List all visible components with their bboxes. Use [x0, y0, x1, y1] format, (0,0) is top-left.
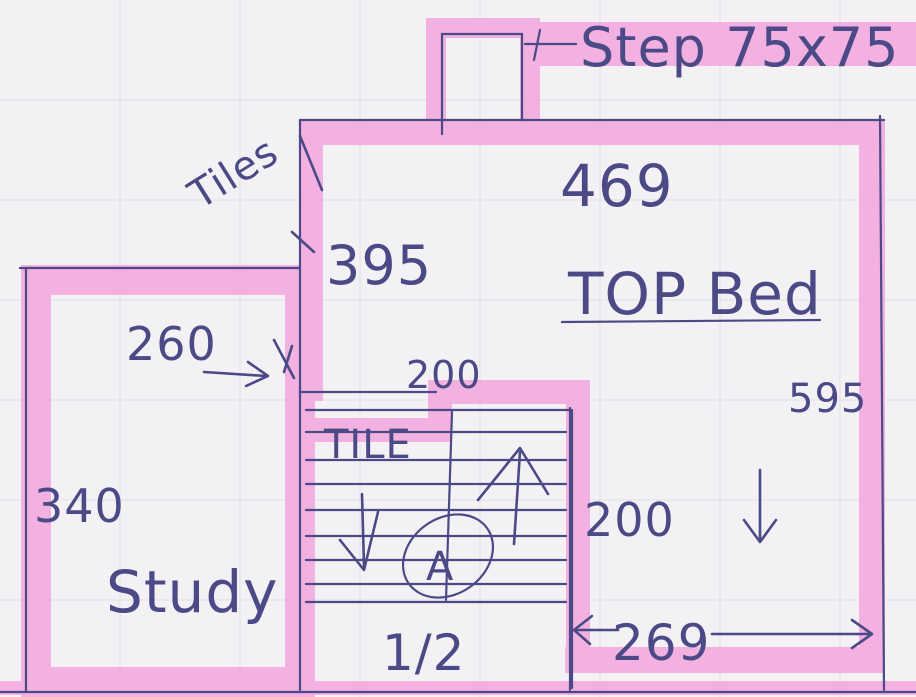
tiles-label: Tiles [180, 129, 287, 219]
arrow-down-icon [360, 492, 366, 568]
stair-marker-letter: A [426, 544, 454, 590]
step-label: Step 75x75 [580, 16, 900, 79]
bed-room-label: TOP Bed [567, 260, 822, 328]
arrow-right-icon [202, 370, 268, 378]
highlighter-walls [0, 18, 916, 697]
study-depth-dimension: 340 [34, 479, 125, 533]
sketch-arrows [202, 134, 874, 650]
bed-depth-dimension: 595 [788, 376, 867, 422]
study-room-label: Study [106, 558, 278, 626]
top-width-dimension: 469 [560, 152, 674, 220]
landing-label: 1/2 [382, 624, 465, 682]
study-width-dimension: 260 [126, 317, 217, 371]
top-height-dimension: 395 [326, 234, 432, 297]
pen-walls [0, 28, 916, 694]
tile-label: TILE [323, 422, 412, 468]
bottom-width-dimension: 269 [612, 614, 710, 672]
stair-width-dimension: 200 [406, 353, 482, 397]
stair-circle-marker [401, 513, 495, 599]
stair-depth-dimension: 200 [584, 493, 675, 547]
arrow-up-icon [512, 450, 522, 546]
